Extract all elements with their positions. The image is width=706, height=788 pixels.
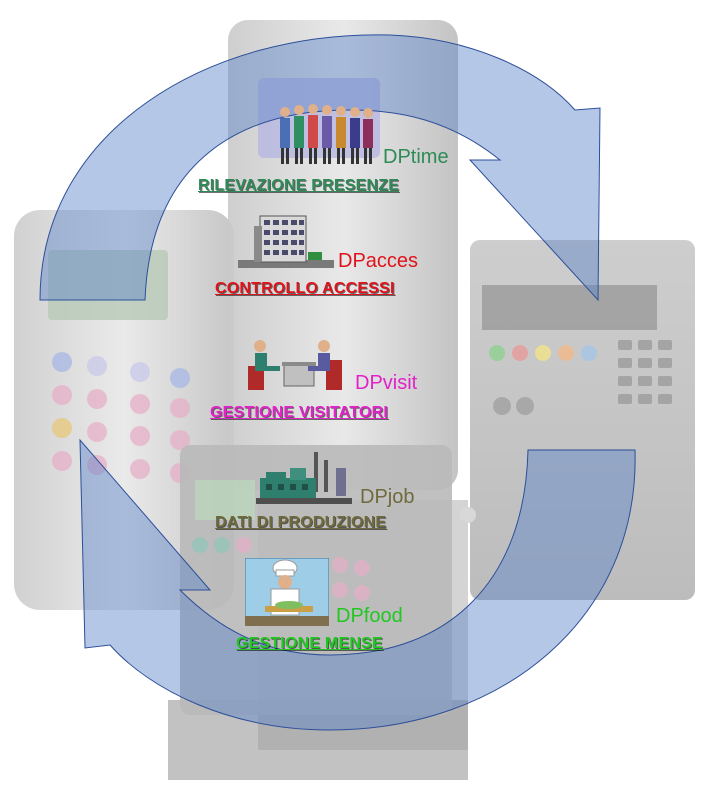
terminal-left: [14, 210, 234, 610]
product-name: DPjob: [360, 486, 415, 508]
module-link-gestione-visitatori[interactable]: GESTIONE VISITATORI: [210, 404, 389, 421]
module-link-gestione-mense[interactable]: GESTIONE MENSE: [236, 635, 383, 652]
product-name: DPvisit: [355, 372, 418, 394]
factory-icon: [256, 452, 352, 504]
module-link-controllo-accessi[interactable]: CONTROLLO ACCESSI: [215, 280, 395, 297]
meeting-icon: [248, 340, 342, 390]
product-name: DPacces: [338, 250, 419, 272]
terminal-right: [470, 240, 695, 600]
people-icon: [280, 104, 373, 164]
chef-icon: [245, 558, 329, 626]
product-name: DPtime: [383, 146, 449, 168]
module-link-rilevazione-presenze[interactable]: RILEVAZIONE PRESENZE: [198, 177, 400, 194]
circular-arrows: [39, 34, 636, 731]
building-icon: [238, 215, 334, 268]
module-link-dati-di-produzione[interactable]: DATI DI PRODUZIONE: [215, 514, 387, 531]
product-name: DPfood: [336, 605, 403, 627]
